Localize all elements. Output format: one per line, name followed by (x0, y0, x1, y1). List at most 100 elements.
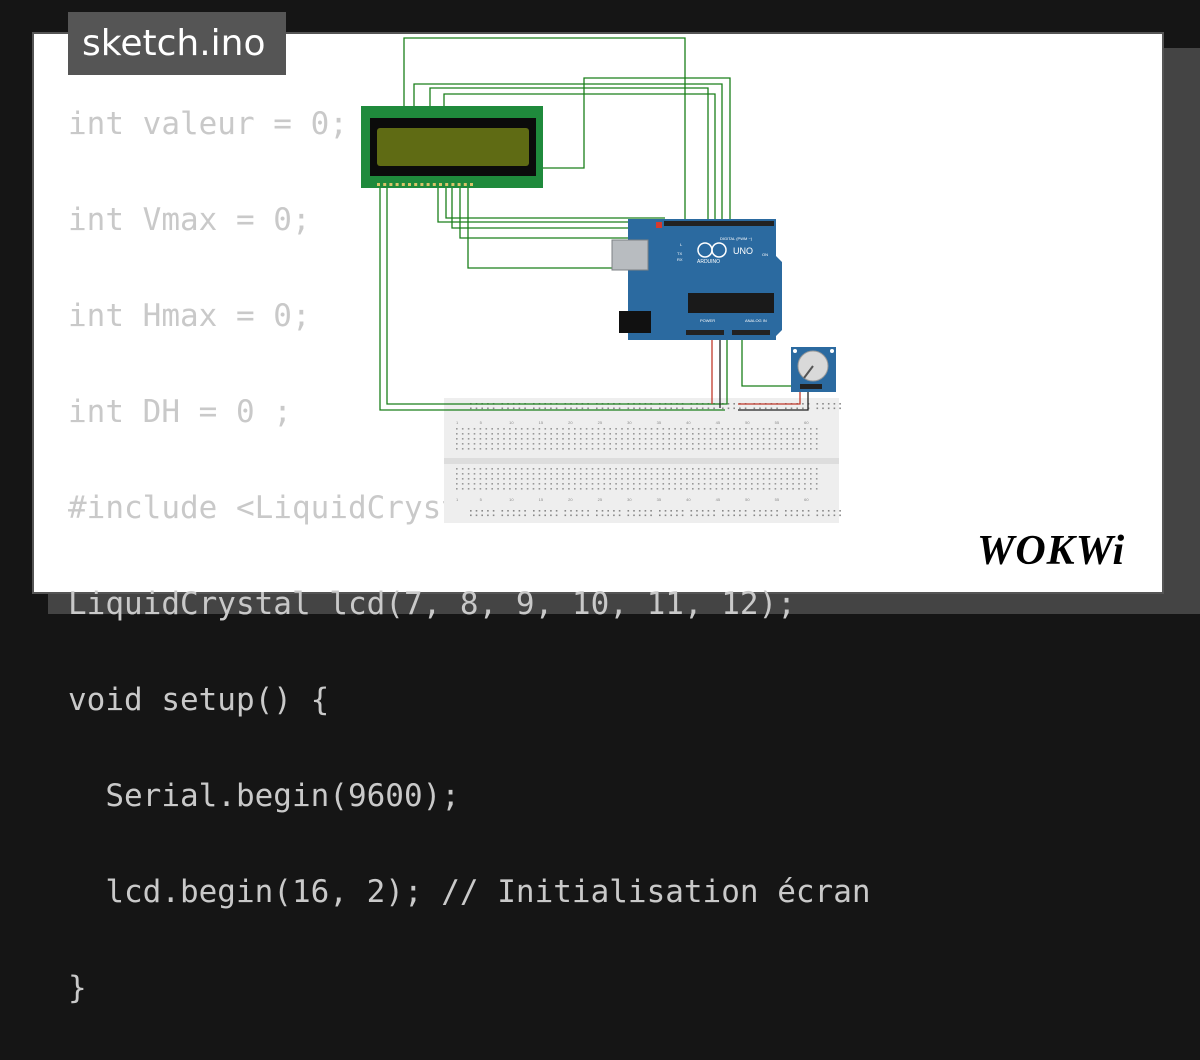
breadboard-hole (532, 473, 535, 475)
breadboard-hole (518, 407, 521, 410)
breadboard-hole (686, 433, 688, 435)
breadboard-hole (526, 433, 529, 435)
breadboard-hole (802, 407, 804, 410)
breadboard-hole (680, 468, 682, 470)
breadboard-hole (575, 514, 578, 517)
breadboard-hole (550, 407, 552, 410)
breadboard-hole (621, 483, 623, 485)
breadboard-hole (662, 448, 665, 450)
breadboard-hole (680, 478, 682, 480)
breadboard-hole (739, 448, 741, 450)
breadboard-hole (509, 478, 511, 480)
breadboard-column-number: 45 (716, 420, 721, 425)
breadboard-hole (703, 473, 706, 475)
breadboard-hole (680, 483, 682, 485)
breadboard-hole (727, 488, 729, 490)
breadboard-hole (479, 433, 482, 435)
breadboard-hole (792, 483, 794, 485)
breadboard-hole (532, 443, 535, 445)
breadboard-hole (807, 514, 810, 517)
breadboard-hole (509, 468, 511, 470)
breadboard-hole (715, 438, 718, 440)
breadboard-hole (538, 488, 541, 490)
breadboard-hole (497, 488, 499, 490)
breadboard-hole (621, 478, 623, 480)
breadboard-hole (733, 514, 735, 517)
breadboard-hole (526, 473, 529, 475)
breadboard-hole (591, 468, 594, 470)
breadboard-hole (690, 514, 693, 517)
breadboard-hole (686, 473, 688, 475)
breadboard-hole (507, 407, 509, 410)
breadboard-hole (815, 478, 818, 480)
breadboard-hole (802, 514, 804, 517)
breadboard-hole (785, 510, 787, 512)
breadboard-hole (461, 428, 464, 430)
breadboard-hole (692, 488, 694, 490)
breadboard-top-holes (456, 428, 818, 450)
breadboard-hole (485, 428, 488, 430)
breadboard-hole (796, 514, 798, 517)
breadboard-hole (798, 468, 800, 470)
breadboard-hole (751, 473, 753, 475)
breadboard-hole (839, 514, 841, 517)
breadboard-hole (768, 428, 771, 430)
breadboard-hole (650, 514, 652, 517)
breadboard-hole (739, 438, 741, 440)
breadboard-hole (715, 488, 718, 490)
breadboard-hole (627, 488, 629, 490)
breadboard-hole (690, 407, 693, 410)
breadboard-column-number: 50 (745, 420, 750, 425)
breadboard-hole (739, 443, 741, 445)
breadboard-hole (556, 473, 558, 475)
breadboard-hole (596, 407, 598, 410)
breadboard-hole (709, 433, 712, 435)
breadboard-hole (762, 448, 765, 450)
breadboard-hole (674, 433, 676, 435)
breadboard-hole (816, 510, 819, 512)
breadboard-hole (668, 488, 670, 490)
breadboard-hole (810, 483, 812, 485)
lcd-screen (377, 128, 529, 166)
breadboard-hole (579, 443, 582, 445)
breadboard-hole (751, 433, 753, 435)
breadboard-hole (780, 478, 783, 480)
breadboard-hole (544, 514, 546, 517)
breadboard-hole (503, 438, 505, 440)
breadboard-hole (703, 468, 706, 470)
breadboard-hole (681, 514, 684, 517)
breadboard-hole (585, 483, 588, 485)
breadboard-hole (456, 478, 458, 480)
breadboard-hole (759, 510, 761, 512)
breadboard-hole (780, 428, 783, 430)
breadboard-hole (680, 488, 682, 490)
breadboard-hole (585, 428, 588, 430)
breadboard-hole (601, 407, 604, 410)
breadboard-column-number: 5 (480, 420, 483, 425)
breadboard-hole (721, 468, 724, 470)
breadboard-hole (615, 488, 617, 490)
breadboard-hole (668, 433, 670, 435)
breadboard-hole (470, 514, 472, 517)
breadboard-hole (727, 443, 729, 445)
breadboard-hole (792, 473, 794, 475)
breadboard-hole (509, 428, 511, 430)
breadboard-hole (680, 428, 682, 430)
breadboard-hole (524, 514, 526, 517)
breadboard-column-number: 15 (539, 420, 544, 425)
breadboard-hole (618, 407, 621, 410)
breadboard-hole (697, 443, 700, 445)
breadboard-hole (827, 510, 830, 512)
breadboard-hole (538, 407, 541, 410)
breadboard-hole (662, 483, 665, 485)
breadboard-hole (615, 428, 617, 430)
lcd-pin (389, 183, 393, 186)
usb-port (611, 239, 649, 271)
breadboard-hole (676, 514, 678, 517)
breadboard-hole (597, 443, 600, 445)
breadboard-hole (613, 407, 615, 410)
lcd-pin (432, 183, 436, 186)
breadboard-hole (745, 443, 747, 445)
breadboard-hole (786, 428, 788, 430)
breadboard-hole (656, 468, 659, 470)
